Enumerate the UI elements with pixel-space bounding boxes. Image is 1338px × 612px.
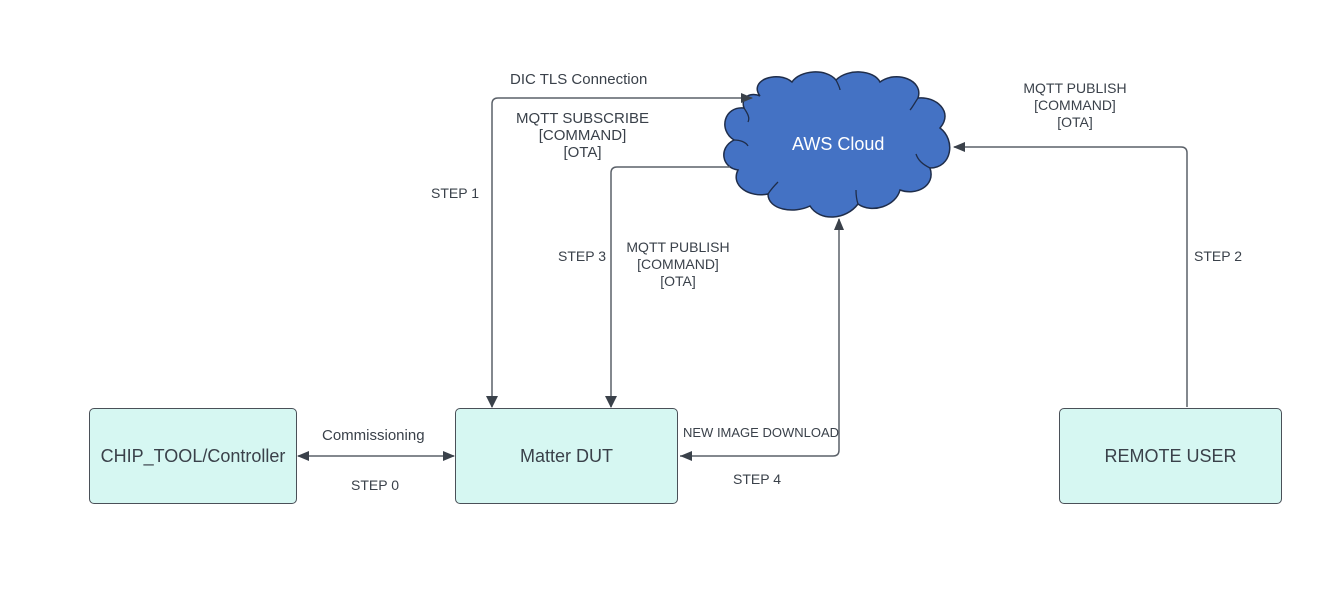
edge-step4[interactable]: [680, 218, 844, 457]
edge-step0-label: Commissioning: [322, 427, 425, 444]
aws-cloud-shape[interactable]: [723, 71, 951, 218]
arrow-head-step3: [605, 396, 617, 408]
label-line: [COMMAND]: [1034, 97, 1116, 113]
node-dut-label: Matter DUT: [519, 445, 613, 466]
node-remote-user[interactable]: REMOTE USER: [1059, 408, 1282, 504]
step0-label: STEP 0: [351, 477, 399, 493]
node-controller-label: CHIP_TOOL/Controller: [100, 445, 286, 466]
label-line: [OTA]: [660, 273, 696, 289]
step1-label: STEP 1: [431, 185, 479, 201]
edge-step3-label: MQTT PUBLISH [COMMAND] [OTA]: [624, 239, 732, 290]
node-controller[interactable]: CHIP_TOOL/Controller: [89, 408, 297, 504]
step3-label: STEP 3: [558, 248, 606, 264]
node-matter-dut[interactable]: Matter DUT: [455, 408, 678, 504]
step2-label: STEP 2: [1194, 248, 1242, 264]
label-line: [COMMAND]: [637, 256, 719, 272]
edge-step1-label: DIC TLS Connection: [510, 71, 648, 88]
label-line: MQTT PUBLISH: [1023, 80, 1127, 96]
step4-label: STEP 4: [733, 471, 781, 487]
node-remote-user-label: REMOTE USER: [1104, 445, 1237, 466]
edge-step3[interactable]: [610, 166, 730, 407]
sublabel-line: [OTA]: [563, 144, 602, 161]
edge-step2[interactable]: [953, 142, 1188, 407]
edge-step4-label: NEW IMAGE DOWNLOAD: [683, 425, 840, 440]
sublabel-line: MQTT SUBSCRIBE: [515, 110, 650, 127]
label-line: [OTA]: [1057, 114, 1093, 130]
sublabel-line: [COMMAND]: [538, 127, 627, 144]
cloud-label: AWS Cloud: [792, 134, 885, 154]
edge-step1-sublabel: MQTT SUBSCRIBE [COMMAND] [OTA]: [511, 110, 654, 161]
edge-step2-label: MQTT PUBLISH [COMMAND] [OTA]: [1022, 80, 1128, 131]
label-line: MQTT PUBLISH: [626, 239, 730, 255]
arrow-head-step1: [486, 396, 498, 408]
edge-step1[interactable]: [491, 93, 753, 407]
arrow-head-step4: [680, 451, 692, 461]
